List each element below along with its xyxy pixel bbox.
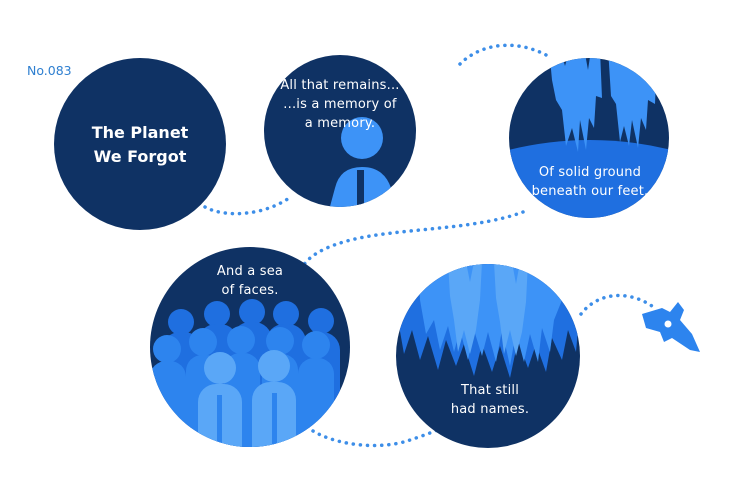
memory-caption-line-2: ...is a memory of (283, 97, 397, 112)
crowd-caption: And a sea of faces. (190, 262, 310, 300)
crowd-of-people (150, 299, 340, 447)
panel-memory (264, 55, 416, 207)
issue-number: No.083 (27, 63, 72, 78)
connector-2 (458, 43, 550, 66)
panel-names (396, 264, 580, 448)
ground-caption-line-2: beneath our feet. (531, 184, 649, 199)
ground-caption: Of solid ground beneath our feet. (520, 163, 660, 201)
rocket-icon (642, 302, 700, 352)
connector-4 (311, 426, 444, 448)
memory-caption: All that remains... ...is a memory of a … (270, 76, 410, 133)
title-circle (54, 58, 226, 230)
names-caption-line-1: That still (460, 383, 520, 398)
connector-1 (203, 194, 294, 216)
memory-caption-line-1: All that remains... (280, 78, 400, 93)
title-line-1: The Planet (91, 123, 189, 142)
connector-3 (301, 210, 525, 268)
silhouette-group (396, 264, 580, 378)
connector-5 (579, 293, 654, 316)
title-line-2: We Forgot (93, 147, 187, 166)
names-caption: That still had names. (430, 381, 550, 419)
page-title: The Planet We Forgot (60, 121, 220, 169)
person-figure (322, 117, 404, 207)
panel-ground (509, 58, 669, 218)
crowd-caption-line-2: of faces. (221, 283, 279, 298)
ground-caption-line-1: Of solid ground (538, 165, 642, 180)
crowd-caption-line-1: And a sea (216, 264, 284, 279)
memory-caption-line-3: a memory. (304, 116, 376, 131)
names-caption-line-2: had names. (450, 402, 530, 417)
